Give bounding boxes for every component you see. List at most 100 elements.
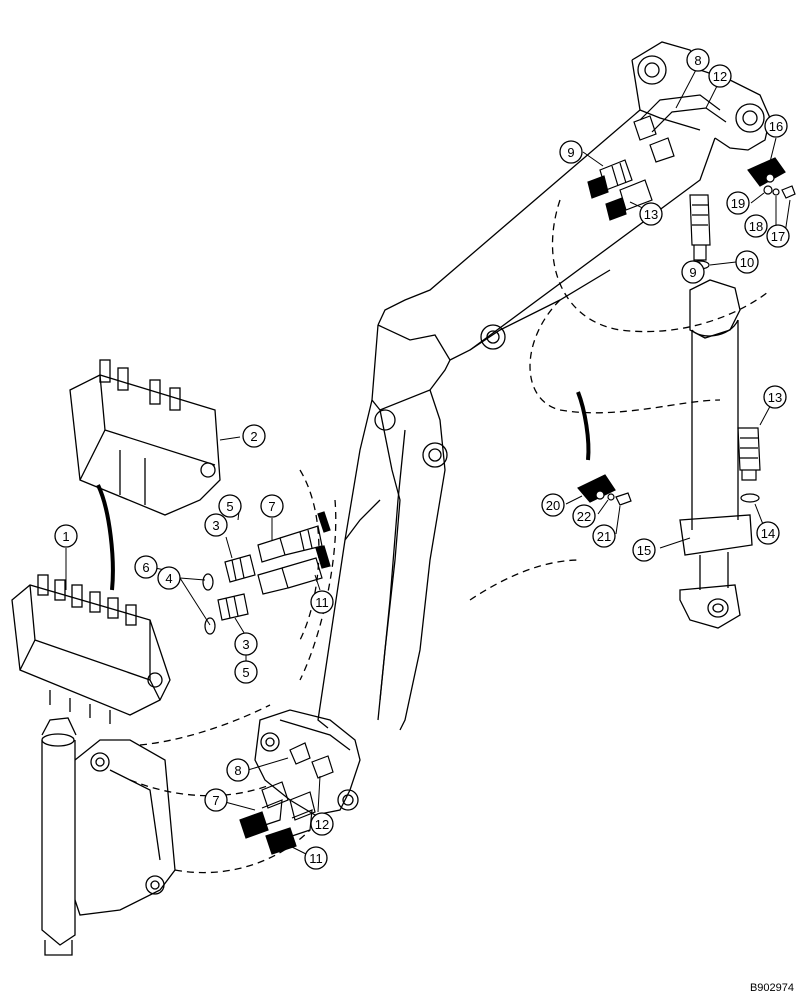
callout-8-upper: 8 [686, 48, 710, 72]
fitting-8-lower [289, 742, 311, 765]
callout-18: 18 [744, 214, 768, 238]
swing-post [41, 717, 176, 956]
svg-text:1: 1 [62, 529, 69, 544]
svg-text:5: 5 [242, 665, 249, 680]
washer-18 [772, 188, 780, 196]
svg-text:22: 22 [577, 509, 591, 524]
adapter-9-right [689, 194, 711, 246]
control-valve-1 [11, 574, 171, 724]
hose-end-7-upper [257, 537, 286, 563]
callout-3-lower: 3 [234, 632, 258, 656]
svg-text:8: 8 [694, 53, 701, 68]
boom-foot [254, 709, 361, 816]
svg-text:7: 7 [212, 793, 219, 808]
figure-reference-code: B902974 [749, 982, 794, 994]
svg-text:8: 8 [234, 763, 241, 778]
svg-text:21: 21 [597, 529, 611, 544]
svg-text:13: 13 [768, 390, 782, 405]
boom-middle-box [371, 324, 451, 411]
svg-text:2: 2 [250, 429, 257, 444]
boom-arm-upper [377, 59, 641, 326]
fitting-3-upper [224, 554, 256, 583]
svg-text:11: 11 [315, 595, 329, 610]
callout-16: 16 [764, 114, 788, 138]
hose-end-11 [257, 567, 289, 595]
svg-text:13: 13 [644, 207, 658, 222]
callout-1: 1 [54, 524, 78, 548]
hydraulic-cylinder-15 [679, 279, 753, 629]
clamp-20 [577, 474, 616, 503]
o-ring-4-upper [202, 573, 214, 591]
hose-top-8 [639, 94, 721, 121]
boom-foot-pin [260, 732, 280, 752]
fitting-12-lower [311, 755, 334, 779]
callout-13-right: 13 [763, 385, 787, 409]
svg-text:14: 14 [761, 526, 775, 541]
svg-text:9: 9 [689, 265, 696, 280]
callout-12-lower: 12 [310, 812, 334, 836]
control-valve-2 [69, 359, 221, 516]
callout-19: 19 [726, 191, 750, 215]
callout-5-upper: 5 [218, 494, 242, 518]
fitting-3-lower [217, 593, 249, 621]
svg-text:15: 15 [637, 543, 651, 558]
o-ring-14 [740, 493, 760, 503]
svg-text:12: 12 [315, 817, 329, 832]
callout-11-lower: 11 [304, 846, 328, 870]
svg-text:3: 3 [242, 637, 249, 652]
callout-5-lower: 5 [234, 660, 258, 684]
indicator-swoosh-1 [96, 484, 115, 591]
callout-14: 14 [756, 521, 780, 545]
callout-7-lower: 7 [204, 788, 228, 812]
callout-7-upper: 7 [260, 494, 284, 518]
leader-lines [65, 65, 791, 857]
boom-top-pin [637, 55, 667, 85]
svg-text:4: 4 [165, 571, 172, 586]
svg-text:11: 11 [309, 851, 323, 866]
boom-mid-pin [480, 324, 506, 350]
fitting-top-12 [649, 137, 675, 163]
svg-text:20: 20 [546, 498, 560, 513]
callout-8-lower: 8 [226, 758, 250, 782]
callout-6: 6 [134, 555, 158, 579]
svg-text:16: 16 [769, 119, 783, 134]
callout-15: 15 [632, 538, 656, 562]
bolt-21 [615, 492, 632, 506]
fitting-top-13 [619, 179, 653, 211]
svg-text:19: 19 [731, 196, 745, 211]
boom-mid-pin-2 [374, 409, 396, 431]
o-ring-4-lower [204, 617, 216, 635]
boom-lower-column [317, 399, 373, 729]
hose-route-1 [552, 199, 771, 333]
washer-19 [763, 185, 773, 195]
hose-end-7-lower [261, 781, 289, 809]
fittings-group [202, 511, 334, 855]
svg-text:5: 5 [226, 499, 233, 514]
callout-9-upper: 9 [559, 140, 583, 164]
indicator-swoosh-2 [576, 391, 591, 461]
hose-end-11-lower [289, 791, 316, 821]
adapter-13-right [737, 427, 761, 471]
clamp-16 [747, 157, 786, 187]
callout-4: 4 [157, 566, 181, 590]
callout-3-upper: 3 [204, 513, 228, 537]
svg-text:12: 12 [713, 69, 727, 84]
callout-22: 22 [572, 504, 596, 528]
svg-text:17: 17 [771, 229, 785, 244]
svg-text:6: 6 [142, 560, 149, 575]
svg-text:18: 18 [749, 219, 763, 234]
callout-20: 20 [541, 493, 565, 517]
boom-top-pin-right [735, 103, 765, 133]
callout-12-upper: 12 [708, 64, 732, 88]
callout-10: 10 [735, 250, 759, 274]
svg-text:9: 9 [567, 145, 574, 160]
svg-text:3: 3 [212, 518, 219, 533]
callouts: 1 2 3 3 4 5 5 6 7 7 8 8 9 9 10 11 11 12 … [54, 48, 790, 870]
boom-assembly [129, 41, 771, 874]
callout-21: 21 [592, 524, 616, 548]
boom-foot-pin-2 [337, 789, 359, 811]
swing-bracket [74, 739, 176, 916]
top-fittings-group [587, 94, 796, 270]
svg-text:7: 7 [268, 499, 275, 514]
